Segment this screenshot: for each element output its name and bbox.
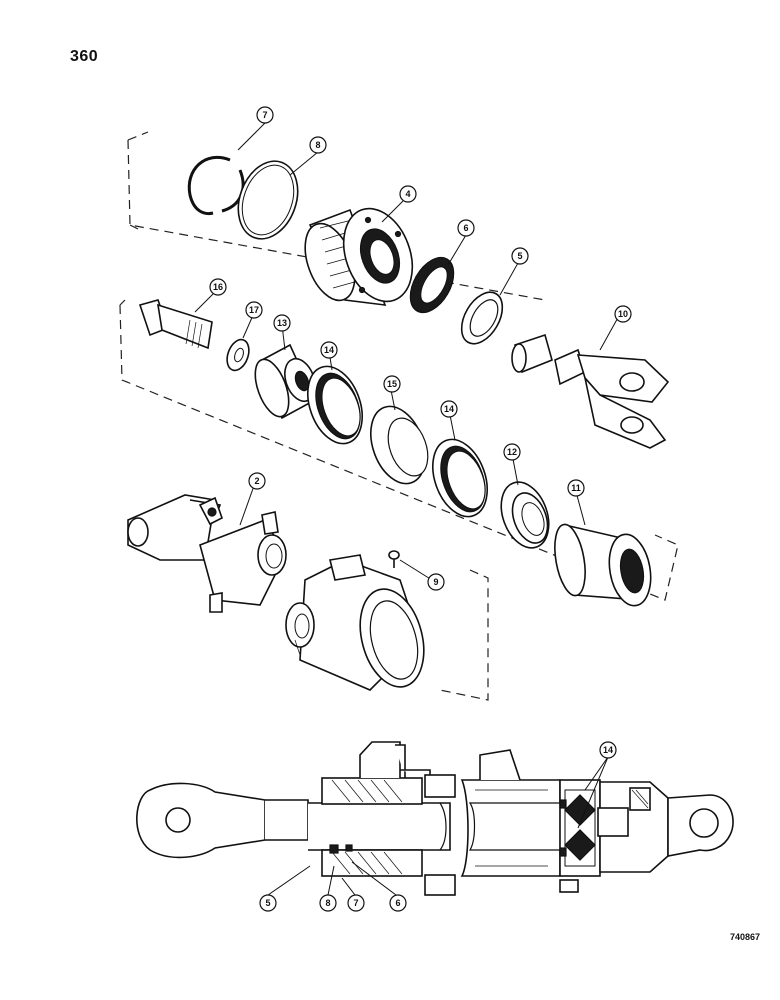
grease-fitting-part	[388, 550, 400, 568]
callout-assembled-8: 8	[319, 894, 337, 912]
svg-text:7: 7	[353, 898, 358, 908]
svg-text:8: 8	[325, 898, 330, 908]
figure-code: 740867	[730, 932, 761, 942]
snap-ring-part	[187, 156, 245, 215]
svg-text:14: 14	[603, 745, 613, 755]
callout-10: 10	[614, 305, 632, 323]
washer-part	[226, 338, 250, 372]
svg-text:8: 8	[315, 140, 320, 150]
callout-assembled-14: 14	[599, 741, 617, 759]
rod-bushing-part	[511, 333, 553, 374]
rod-clevis-part	[554, 348, 670, 449]
svg-text:4: 4	[405, 189, 410, 199]
callout-11: 11	[567, 479, 585, 497]
wiper-seal-part	[460, 291, 504, 345]
callout-14-lower: 14	[440, 400, 458, 418]
cylinder-clevis-part	[127, 494, 287, 613]
callout-5: 5	[511, 247, 529, 265]
callout-assembled-7: 7	[347, 894, 365, 912]
svg-text:9: 9	[433, 577, 438, 587]
assembled-cylinder-view	[136, 741, 734, 896]
svg-text:16: 16	[213, 282, 223, 292]
tube-spacer-part	[554, 523, 652, 607]
callout-16: 16	[209, 278, 227, 296]
callout-14: 14	[320, 341, 338, 359]
callout-13: 13	[273, 314, 291, 332]
svg-text:2: 2	[254, 476, 259, 486]
piston-bolt-part	[138, 299, 213, 350]
svg-text:12: 12	[507, 447, 517, 457]
svg-text:13: 13	[277, 318, 287, 328]
callout-15: 15	[383, 375, 401, 393]
svg-text:14: 14	[444, 404, 454, 414]
svg-text:6: 6	[463, 223, 468, 233]
svg-text:5: 5	[517, 251, 522, 261]
callout-17: 17	[245, 301, 263, 319]
svg-text:5: 5	[265, 898, 270, 908]
svg-text:7: 7	[262, 110, 267, 120]
svg-text:6: 6	[395, 898, 400, 908]
callout-12: 12	[503, 443, 521, 461]
rod-seal-part	[409, 256, 455, 314]
page-number: 360	[70, 48, 99, 65]
callout-9: 9	[427, 573, 445, 591]
piston-ring-part-1	[307, 365, 363, 445]
svg-text:10: 10	[618, 309, 628, 319]
wiper-ring-part	[237, 160, 299, 240]
callout-assembled-6: 6	[389, 894, 407, 912]
callout-7: 7	[256, 106, 274, 124]
callout-6: 6	[457, 219, 475, 237]
group-outline-tube	[439, 569, 489, 701]
group-outline-piston	[119, 299, 679, 601]
callout-2: 2	[248, 472, 266, 490]
callout-4: 4	[399, 185, 417, 203]
callout-8: 8	[309, 136, 327, 154]
svg-text:14: 14	[324, 345, 334, 355]
callout-assembled-5: 5	[259, 894, 277, 912]
piston-retainer-part	[500, 481, 550, 549]
gland-part	[304, 207, 414, 306]
piston-ring-part-2	[432, 438, 488, 518]
svg-text:15: 15	[387, 379, 397, 389]
svg-text:11: 11	[571, 483, 581, 493]
svg-text:17: 17	[249, 305, 259, 315]
cylinder-tube-part	[285, 554, 425, 691]
piston-part	[370, 405, 429, 485]
